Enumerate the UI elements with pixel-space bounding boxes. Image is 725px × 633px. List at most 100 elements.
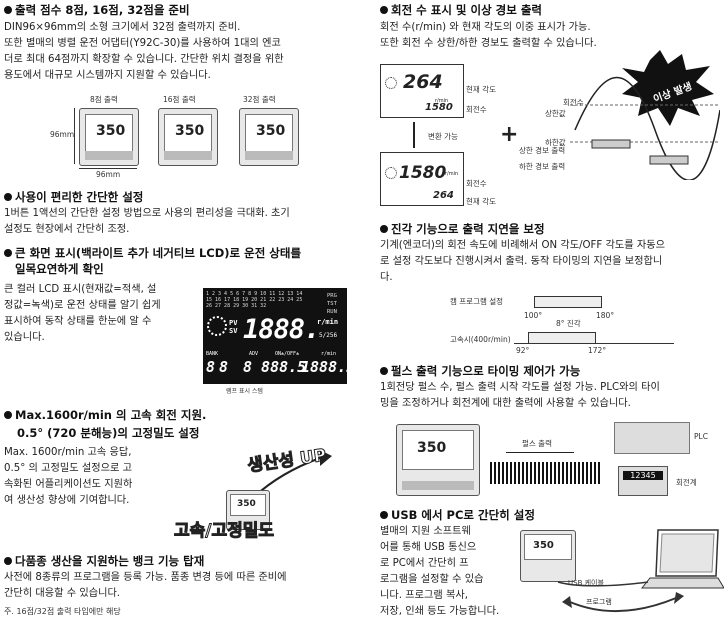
lcd-main-value: 1888. [243, 314, 320, 345]
label-8pt: 8점 출력 [90, 95, 118, 104]
angle-dial-icon [207, 316, 227, 336]
device-screen-value: 350 [237, 499, 256, 509]
text-line: 별매의 지원 소프트웨 [380, 526, 471, 537]
lcd-rmin: r/min [321, 351, 337, 357]
lcd-main-unit: r/min [317, 318, 339, 326]
heading-text: 회전 수 표시 및 이상 경보 출력 [391, 3, 542, 17]
dim-vertical: 96mm [50, 130, 75, 139]
footnote: 주. 16점/32점 출력 타입에만 해당 [4, 607, 121, 616]
lcd-bank: BANK [206, 351, 219, 357]
text-line: 또한 별매의 병렬 운전 어댑터(Y92C-30)를 사용하여 1대의 엔코 [4, 38, 281, 49]
lcd-tst: TST [327, 301, 337, 307]
text-line: 밍을 조정하거나 회전계에 대한 출력에 사용할 수 있습니다. [380, 398, 631, 409]
lcd-adv: ADV [249, 351, 259, 357]
text-line: 사전에 8종류의 프로그램을 등록 가능. 품종 변경 등에 따른 준비에 [4, 572, 287, 583]
heading-text: 일목요연하게 확인 [15, 262, 104, 276]
angle-dial-icon [385, 77, 397, 89]
graph-label-lower: 하한값 [545, 138, 566, 147]
section-title-advance: 진각 기능으로 출력 지연을 보정 [380, 222, 545, 237]
plc-icon [614, 422, 690, 454]
rpm-alarm-body: 회전 수(r/min) 와 현재 각도의 이중 표시가 가능. 또한 회전 수 … [380, 20, 720, 52]
lcd-main-frac: 5/256 [319, 332, 338, 339]
section-title-high-speed: Max.1600r/min 의 고속 회전 지원. [4, 408, 206, 423]
display-label: 현재 각도 [466, 197, 496, 206]
label-32pt: 32점 출력 [243, 95, 276, 104]
heading-text: 큰 화면 표시(백라이트 추가 네거티브 LCD)로 운전 상태를 [15, 246, 302, 260]
display-label: 회전수 [466, 105, 487, 114]
usb-cable-label: USB 케이블 [568, 579, 604, 587]
lcd-sv: SV [229, 327, 238, 335]
fast-label: 고속시(400r/min) [450, 335, 511, 344]
alarm-graph [570, 50, 720, 180]
angle-label: 92° [516, 346, 530, 355]
heading-text: 다품종 생산을 지원하는 뱅크 기능 탑재 [15, 554, 205, 568]
lcd-prg: PRG [327, 293, 337, 299]
pulse-arrow-icon [506, 452, 574, 453]
bullet-icon [4, 249, 12, 257]
device-32pt: 350 [239, 108, 299, 166]
speed-precision-text: 고속/고정밀도 [173, 521, 275, 542]
display-unit: r/min [445, 171, 459, 177]
label-16pt: 16점 출력 [163, 95, 196, 104]
lcd-rpm-value: 1888.5 [301, 358, 356, 376]
graph-label-alarm-high: 상한 경보 출력 [519, 146, 566, 155]
text-line: DIN96×96mm의 소형 크기에서 32점 출력까지 준비. [4, 22, 241, 33]
lcd-display: 1 2 3 4 5 6 7 8 9 10 11 12 13 14 15 16 1… [203, 288, 355, 384]
text-line: 설정도 현장에서 간단히 조정. [4, 224, 130, 235]
display-label: 회전수 [466, 179, 487, 188]
text-line: 또한 회전 수 상한/하한 경보도 출력할 수 있습니다. [380, 38, 597, 49]
advance-body: 기계(엔코더)의 회전 속도에 비례해서 ON 각도/OFF 각도를 자동으 로… [380, 238, 722, 286]
device-screen-value: 350 [533, 540, 554, 551]
heading-text: 펄스 출력 기능으로 타이밍 제어가 가능 [391, 364, 581, 378]
bullet-icon [380, 511, 388, 519]
switch-arrow-icon [413, 122, 415, 148]
pulse-train [490, 462, 600, 484]
angle-label: 180° [596, 311, 615, 320]
dim-line [74, 108, 75, 164]
text-line: 다. [380, 272, 393, 283]
text-line: 1회전당 펄스 수, 펄스 출력 시작 각도를 설정 가능. PLC와의 타이 [380, 382, 660, 393]
display-sub-value: 1580 [425, 102, 453, 113]
text-line: Max. 1600r/min 고속 응답, [4, 447, 132, 458]
heading-text: 0.5° (720 분해능)의 고정밀도 설정 [17, 426, 200, 440]
bullet-icon [4, 193, 12, 201]
section-title-outputs: 출력 점수 8점, 16점, 32점을 준비 [4, 3, 190, 18]
bullet-icon [380, 225, 388, 233]
device-usb: 350 [520, 530, 576, 582]
text-line: 큰 컬러 LCD 표시(현재값=적색, 설 [4, 284, 157, 295]
dim-line [79, 168, 137, 169]
text-line: 여 생산성 향상에 기여합니다. [4, 495, 130, 506]
lcd-output-scale: 1 2 3 4 5 6 7 8 9 10 11 12 13 14 15 16 1… [206, 291, 303, 309]
lcd-adv-value: 8 888.5 [243, 358, 307, 376]
cam-label: 캠 프로그램 설정 [450, 297, 504, 306]
easy-setting-body: 1버튼 1액션의 간단한 설정 방법으로 사용의 편리성을 극대화. 초기 설정… [4, 206, 369, 238]
bank-body: 사전에 8종류의 프로그램을 등록 가능. 품종 변경 등에 따른 준비에 간단… [4, 570, 369, 602]
device-screen-value: 350 [417, 440, 447, 456]
display-label: 현재 각도 [466, 85, 496, 94]
display-sub-value: 264 [433, 190, 454, 201]
text-line: 있습니다. [4, 332, 45, 343]
bullet-icon [380, 6, 388, 14]
display-unit: r/min [435, 98, 449, 104]
graph-label-alarm-low: 하한 경보 출력 [519, 162, 566, 171]
section-title-usb: USB 에서 PC로 간단히 설정 [380, 508, 535, 523]
text-line: 기계(엔코더)의 회전 속도에 비례해서 ON 각도/OFF 각도를 자동으 [380, 240, 665, 251]
heading-text: 사용이 편리한 간단한 설정 [15, 190, 144, 204]
text-line: 더로 최대 64점까지 확장할 수 있습니다. 간단한 위치 결정을 위한 [4, 54, 284, 65]
bullet-icon [4, 557, 12, 565]
tachometer-icon: 12345 [618, 466, 668, 496]
text-line: 0.5° 의 고정밀도 설정으로 고 [4, 463, 132, 474]
lcd-on-off: ON±/OFF± [275, 351, 300, 357]
display-angle-first: 264 r/min 1580 [380, 64, 464, 118]
plus-icon: + [500, 122, 519, 147]
lcd-body: 큰 컬러 LCD 표시(현재값=적색, 설 정값=녹색)로 운전 상태를 알기 … [4, 282, 204, 346]
lcd-caption: 램프 표시 스템 [226, 388, 263, 395]
device-8pt: 350 [79, 108, 139, 166]
graph-label-rpm: 회전수 [563, 98, 584, 107]
angle-dial-icon [385, 167, 397, 179]
outputs-body: DIN96×96mm의 소형 크기에서 32점 출력까지 준비. 또한 별매의 … [4, 20, 364, 84]
device-16pt: 350 [158, 108, 218, 166]
plc-label: PLC [694, 432, 708, 441]
pulse-body: 1회전당 펄스 수, 펄스 출력 시작 각도를 설정 가능. PLC와의 타이 … [380, 380, 722, 412]
device-screen-value: 350 [96, 123, 126, 139]
